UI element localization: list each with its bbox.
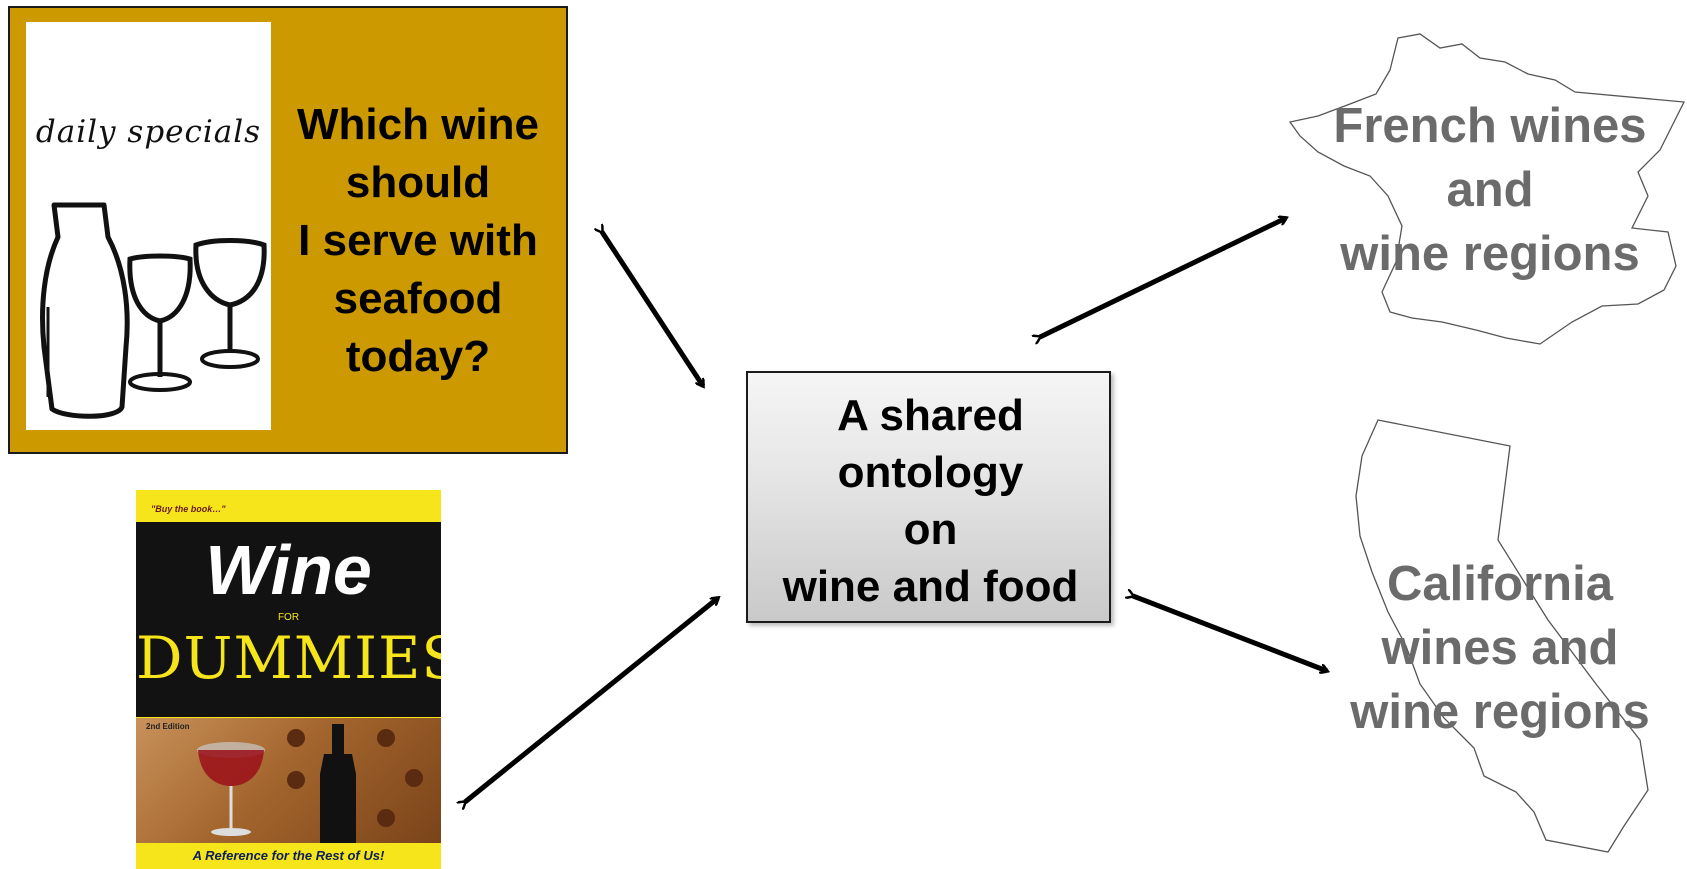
shared-ontology-text: A shared ontology on wine and food [748, 387, 1113, 615]
ontology-line: ontology [837, 448, 1024, 497]
question-line: seafood [333, 274, 503, 323]
french-label-line: French wines [1333, 99, 1647, 153]
book-edition: 2nd Edition [146, 722, 190, 731]
california-label-line: wine regions [1350, 685, 1650, 739]
book-cover-photo [136, 718, 441, 843]
question-line: Which wine [297, 100, 539, 149]
specials-card: daily specials [26, 22, 271, 430]
france-map-outline [1288, 33, 1686, 345]
question-line: I serve with [298, 216, 538, 265]
french-label-line: wine regions [1340, 227, 1640, 281]
book-for-label: FOR [277, 612, 300, 623]
shared-ontology-box: A shared ontology on wine and food [746, 371, 1111, 623]
california-wines-label: California wines and wine regions [1320, 552, 1680, 744]
book-title-band [136, 522, 441, 717]
wine-bottle-icon [197, 724, 423, 843]
arrow-specials-to-ontology [602, 232, 706, 386]
book-tagline: A Reference for the Rest of Us! [192, 848, 385, 863]
ontology-line: A shared [837, 391, 1024, 440]
wine-question-text: Which wine should I serve with seafood t… [278, 96, 558, 386]
arrow-book-to-ontology [465, 598, 718, 802]
arrow-california-to-ontology [1133, 596, 1327, 671]
california-map-outline [1355, 419, 1649, 853]
question-line: today? [345, 332, 491, 381]
french-wines-label: French wines and wine regions [1300, 94, 1680, 286]
wine-for-dummies-book-cover: "Buy the book…" Wine FOR DUMMIES 2nd Edi… [136, 490, 441, 869]
question-line: should [345, 158, 491, 207]
ontology-line: on [903, 505, 958, 554]
california-label-line: California [1387, 557, 1613, 611]
book-quote: "Buy the book…" [151, 504, 226, 514]
book-title: Wine [205, 531, 372, 609]
arrow-french-to-ontology [1040, 218, 1286, 337]
book-series-name: DUMMIES [136, 624, 441, 692]
french-label-line: and [1446, 163, 1534, 217]
specials-heading: daily specials [35, 114, 262, 150]
wine-glasses-illustration [40, 202, 267, 419]
california-label-line: wines and [1381, 621, 1619, 675]
ontology-line: wine and food [782, 562, 1079, 611]
daily-specials-panel: daily specials Which wine should I serve… [8, 6, 568, 454]
